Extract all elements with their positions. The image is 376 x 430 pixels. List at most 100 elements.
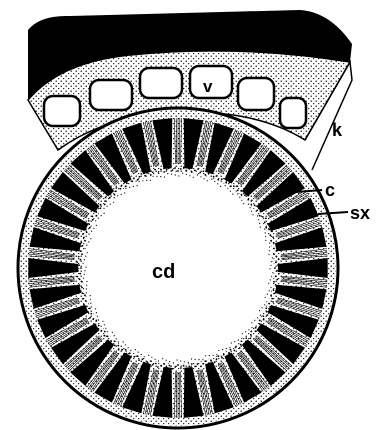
stipple-dot xyxy=(191,358,192,359)
stipple-dot xyxy=(83,263,84,264)
stipple-dot xyxy=(90,313,92,315)
stipple-dot xyxy=(186,174,187,175)
stipple-dot xyxy=(273,289,275,291)
stipple-dot xyxy=(265,227,267,229)
stipple-dot xyxy=(80,250,82,252)
stipple-dot xyxy=(81,292,83,294)
stipple-dot xyxy=(245,337,247,339)
stipple-dot xyxy=(218,350,219,351)
stipple-dot xyxy=(278,259,280,261)
stipple-dot xyxy=(107,206,108,207)
stipple-dot xyxy=(92,216,94,218)
stipple-dot xyxy=(95,211,97,213)
cell-6 xyxy=(280,98,306,128)
stipple-dot xyxy=(148,355,149,356)
stipple-dot xyxy=(237,193,238,194)
stipple-dot xyxy=(102,321,103,322)
stipple-dot xyxy=(110,193,112,195)
stipple-dot xyxy=(81,253,83,255)
stipple-dot xyxy=(260,315,261,316)
stipple-dot xyxy=(267,294,268,295)
stipple-dot xyxy=(89,234,90,235)
stipple-dot xyxy=(208,362,210,364)
stipple-dot xyxy=(263,319,265,321)
stipple-dot xyxy=(229,347,230,348)
stipple-dot xyxy=(173,362,174,363)
stipple-dot xyxy=(204,174,206,176)
stipple-dot xyxy=(241,200,242,201)
stipple-dot xyxy=(155,363,157,365)
stipple-dot xyxy=(242,333,243,334)
stipple-dot xyxy=(121,349,123,351)
stipple-dot xyxy=(183,166,185,168)
stipple-dot xyxy=(275,276,277,278)
stipple-dot xyxy=(77,276,79,278)
stipple-dot xyxy=(105,328,106,329)
stipple-dot xyxy=(125,349,127,351)
stipple-dot xyxy=(137,185,138,186)
stipple-dot xyxy=(241,340,243,342)
stipple-dot xyxy=(222,349,223,350)
stipple-dot xyxy=(88,241,89,242)
stipple-dot xyxy=(125,188,126,189)
stipple-dot xyxy=(107,331,108,332)
stipple-dot xyxy=(121,185,123,187)
stipple-dot xyxy=(269,234,271,236)
stipple-dot xyxy=(80,259,82,261)
cell-5 xyxy=(238,78,274,110)
stipple-dot xyxy=(271,298,273,300)
stipple-dot xyxy=(216,358,218,360)
stipple-dot xyxy=(248,329,249,330)
stipple-dot xyxy=(85,300,87,302)
stipple-dot xyxy=(241,194,243,196)
stipple-dot xyxy=(164,176,165,177)
stipple-dot xyxy=(276,244,278,246)
stipple-dot xyxy=(163,363,165,365)
stipple-dot xyxy=(101,215,102,216)
stipple-dot xyxy=(275,262,277,264)
stipple-dot xyxy=(114,191,116,193)
stipple-dot xyxy=(158,360,159,361)
stipple-dot xyxy=(186,170,188,172)
stipple-dot xyxy=(112,332,113,333)
stipple-dot xyxy=(245,341,247,343)
stipple-dot xyxy=(96,320,98,322)
stipple-dot xyxy=(266,301,267,302)
stipple-dot xyxy=(265,232,266,233)
stipple-dot xyxy=(194,170,196,172)
stipple-dot xyxy=(204,178,205,179)
stipple-dot xyxy=(251,327,252,328)
stipple-dot xyxy=(103,335,105,337)
label-c: c xyxy=(325,180,335,200)
stipple-dot xyxy=(226,348,227,349)
stipple-dot xyxy=(104,204,106,206)
stipple-dot xyxy=(90,238,91,239)
stipple-dot xyxy=(276,287,278,289)
stipple-dot xyxy=(95,324,97,326)
stipple-dot xyxy=(123,341,124,342)
stipple-dot xyxy=(180,367,182,369)
stipple-dot xyxy=(169,167,171,169)
stipple-dot xyxy=(80,267,82,269)
stipple-dot xyxy=(259,320,261,322)
stipple-dot xyxy=(86,288,87,289)
cell-3 xyxy=(140,68,182,98)
stipple-dot xyxy=(88,220,90,222)
stipple-dot xyxy=(257,205,259,207)
stipple-dot xyxy=(191,363,193,365)
stipple-dot xyxy=(265,240,266,241)
stipple-dot xyxy=(126,353,128,355)
stipple-dot xyxy=(258,219,259,220)
stipple-dot xyxy=(84,294,86,296)
stipple-dot xyxy=(97,316,98,317)
stipple-dot xyxy=(86,306,88,308)
stipple-dot xyxy=(129,187,130,188)
stipple-dot xyxy=(270,240,272,242)
stipple-dot xyxy=(110,204,111,205)
stipple-dot xyxy=(188,362,189,363)
stipple-dot xyxy=(177,364,179,366)
stipple-dot xyxy=(116,338,117,339)
stipple-dot xyxy=(105,197,107,199)
stipple-dot xyxy=(79,284,81,286)
stipple-dot xyxy=(82,233,84,235)
